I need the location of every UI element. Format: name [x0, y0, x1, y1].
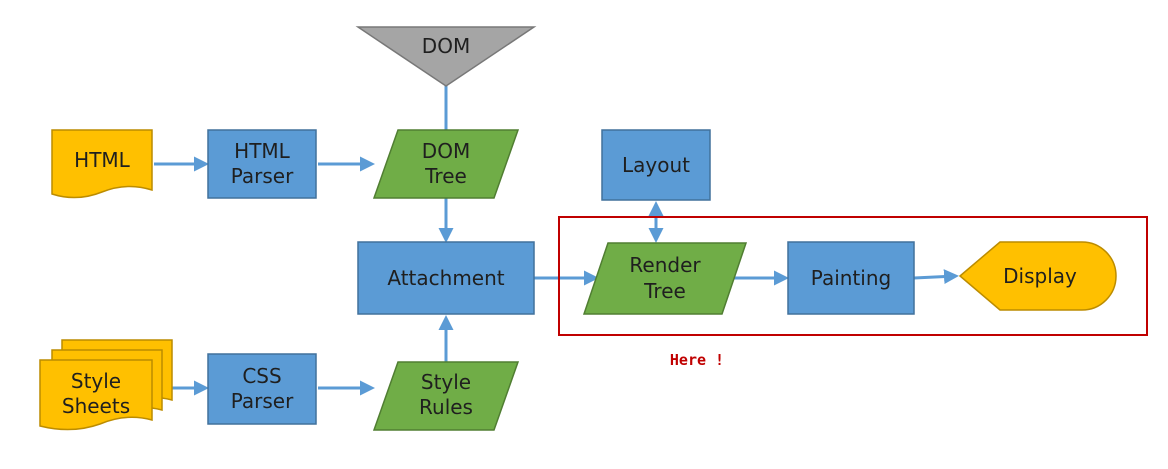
- node-dom: DOM: [355, 26, 537, 87]
- render-tree-label-line1: Render: [629, 253, 701, 277]
- dom-tree-label-line1: DOM: [422, 139, 470, 163]
- style-sheets-label-line1: Style: [71, 369, 121, 393]
- painting-label: Painting: [811, 266, 891, 290]
- here-annotation: Here !: [670, 351, 724, 369]
- style-rules-shape: [372, 361, 520, 431]
- node-painting: Painting: [787, 241, 915, 315]
- html-document-shape: [51, 129, 153, 199]
- node-render-tree: Render Tree: [582, 242, 748, 315]
- dom-tree-label-line2: Tree: [424, 164, 467, 188]
- style-sheets-front-page: [39, 359, 153, 431]
- css-parser-label-line2: Parser: [231, 389, 294, 413]
- arrow-painting-to-display: [913, 269, 959, 285]
- display-shape: [958, 241, 1117, 311]
- render-tree-shape: [582, 242, 748, 315]
- node-css-parser: CSS Parser: [207, 353, 317, 425]
- layout-label: Layout: [622, 153, 690, 177]
- layout-box: [601, 129, 711, 201]
- css-parser-box: [207, 353, 317, 425]
- painting-box: [787, 241, 915, 315]
- node-layout: Layout: [601, 129, 711, 201]
- css-parser-label-line1: CSS: [242, 364, 281, 388]
- connectors: [154, 84, 959, 396]
- node-style-sheets: Style Sheets: [39, 339, 173, 431]
- node-dom-tree: DOM Tree: [372, 129, 520, 199]
- attachment-box: [357, 241, 535, 315]
- style-rules-label-line2: Rules: [419, 395, 473, 419]
- render-tree-label-line2: Tree: [643, 279, 686, 303]
- html-parser-label-line2: Parser: [231, 164, 294, 188]
- node-style-rules: Style Rules: [372, 361, 520, 431]
- html-parser-label-line1: HTML: [234, 139, 291, 163]
- dom-label: DOM: [422, 34, 470, 58]
- style-sheets-label-line2: Sheets: [62, 394, 130, 418]
- html-parser-box: [207, 129, 317, 199]
- style-rules-label-line1: Style: [421, 370, 471, 394]
- html-document-label: HTML: [74, 148, 131, 172]
- attachment-label: Attachment: [387, 266, 504, 290]
- dom-triangle-shape: [355, 26, 537, 87]
- node-html-document: HTML: [51, 129, 153, 199]
- node-html-parser: HTML Parser: [207, 129, 317, 199]
- display-label: Display: [1003, 264, 1077, 288]
- dom-tree-shape: [372, 129, 520, 199]
- highlight-box: [558, 216, 1148, 336]
- node-attachment: Attachment: [357, 241, 535, 315]
- node-display: Display: [958, 241, 1117, 311]
